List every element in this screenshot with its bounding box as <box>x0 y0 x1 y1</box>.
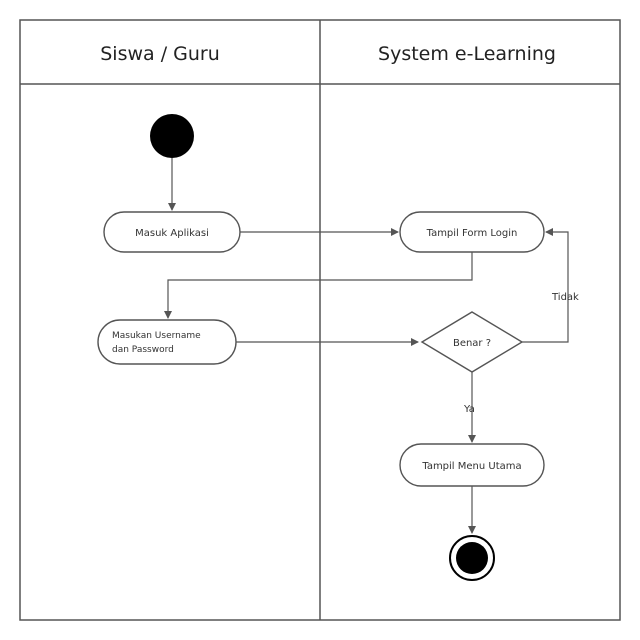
activity-masukan-username-label-line1: Masukan Username <box>112 331 201 341</box>
end-node-inner <box>456 542 488 574</box>
activity-tampil-menu-utama-label: Tampil Menu Utama <box>421 461 521 472</box>
edge-label-tidak: Tidak <box>551 292 579 303</box>
edge-form-to-masukan <box>164 252 473 319</box>
lane-title-system-elearning: System e-Learning <box>378 43 556 65</box>
decision-benar-label: Benar ? <box>453 338 491 349</box>
activity-masuk-aplikasi-label: Masuk Aplikasi <box>135 228 209 239</box>
start-node <box>150 114 194 158</box>
activity-tampil-form-login-label: Tampil Form Login <box>426 228 518 239</box>
edge-label-ya: Ya <box>463 404 475 415</box>
lane-title-siswa-guru: Siswa / Guru <box>100 43 220 65</box>
activity-masukan-username-label-line2: dan Password <box>112 345 174 355</box>
edge-decision-tidak <box>522 228 569 343</box>
activity-masukan-username-password <box>97 319 237 365</box>
